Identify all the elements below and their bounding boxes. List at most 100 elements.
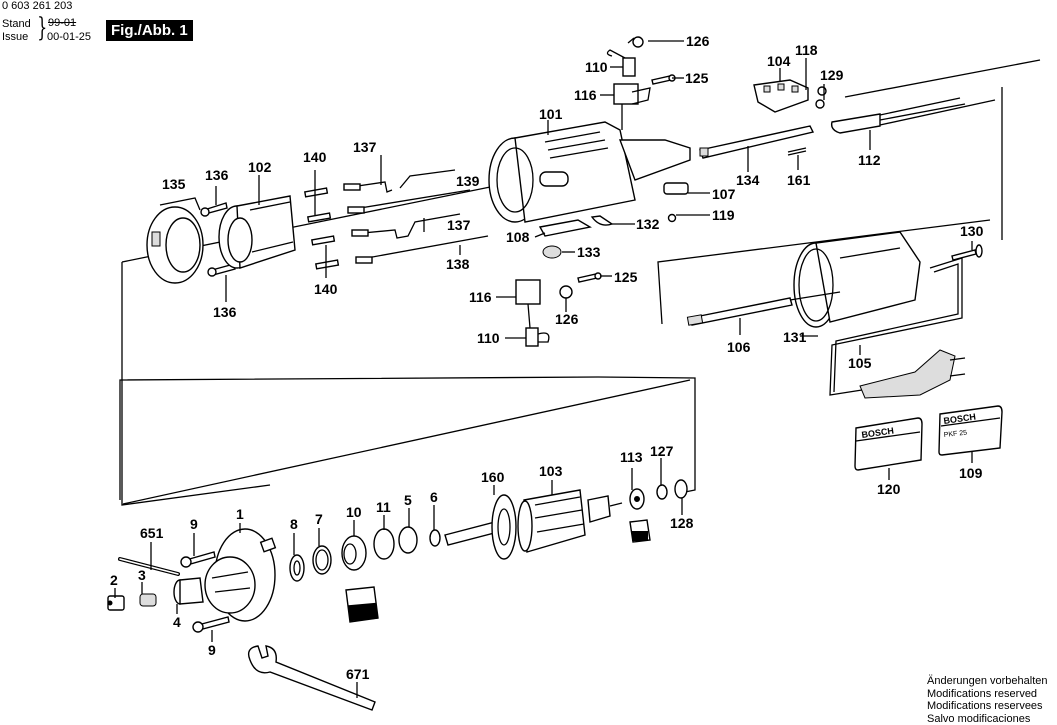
callout-131: 131 <box>783 329 807 345</box>
part-137-brush-top <box>343 169 456 193</box>
bearing-pack-box-left <box>345 586 379 623</box>
part-126-spring-bottom <box>559 285 573 299</box>
brace-glyph: } <box>37 13 48 43</box>
callout-102: 102 <box>248 159 272 175</box>
part-105-power-cord <box>829 257 966 399</box>
part-137-brush-bottom <box>351 213 461 239</box>
part-125-screw-bottom <box>577 272 602 283</box>
callout-130: 130 <box>960 223 984 239</box>
callout-11: 11 <box>376 499 391 515</box>
callout-110-bottom: 110 <box>477 330 500 346</box>
part-118-screw <box>817 86 827 96</box>
callout-140-top: 140 <box>303 149 327 165</box>
callout-10: 10 <box>346 504 362 520</box>
callout-8: 8 <box>290 516 298 532</box>
part-138-brush-lead <box>355 235 489 264</box>
callout-127: 127 <box>650 443 674 459</box>
callout-108: 108 <box>506 229 530 245</box>
callout-651: 651 <box>140 525 164 541</box>
note-de: Änderungen vorbehalten <box>927 675 1048 687</box>
part-161-spring <box>787 147 807 156</box>
part-119-screw <box>667 213 677 223</box>
part-102-stator <box>218 195 296 269</box>
callout-125: 125 <box>685 70 709 86</box>
callout-9-bottom: 9 <box>208 642 216 658</box>
callout-125-bottom: 125 <box>614 269 638 285</box>
part-136-screw-top <box>200 202 228 217</box>
callout-113: 113 <box>620 449 643 465</box>
callout-7: 7 <box>315 511 323 527</box>
callout-671: 671 <box>346 666 370 682</box>
callout-126: 126 <box>686 33 710 49</box>
callout-labels: 126 110 125 116 104 118 129 101 112 134 … <box>110 33 984 682</box>
callout-110: 110 <box>585 59 608 75</box>
part-135-end-shield <box>146 197 204 284</box>
note-en: Modifications reserved <box>927 687 1038 700</box>
part-108-plate <box>538 219 592 237</box>
part-2-nut <box>107 595 125 611</box>
part-101-housing <box>488 121 691 223</box>
part-104-terminal-block <box>753 79 809 113</box>
figure-label: Fig./Abb. 1 <box>106 20 193 41</box>
part-110-capacitor-top <box>606 49 636 77</box>
callout-133: 133 <box>577 244 601 260</box>
stand-label: Stand <box>2 18 31 30</box>
part-120-badge: BOSCH <box>854 417 923 471</box>
part-103-armature <box>444 489 623 560</box>
part-9-screw-top <box>180 551 216 568</box>
callout-120: 120 <box>877 481 901 497</box>
part-132-clip <box>590 215 614 226</box>
badge-model: PKF 25 <box>943 430 967 439</box>
lower-group-diag <box>122 379 691 505</box>
callout-136-bottom: 136 <box>213 304 237 320</box>
callout-4: 4 <box>173 614 181 630</box>
note-es: Salvo modificaciones <box>927 712 1031 725</box>
callout-140-bottom: 140 <box>314 281 338 297</box>
callout-101: 101 <box>539 106 563 122</box>
part-140-pin-4 <box>315 259 340 270</box>
part-1-base-flange <box>204 528 277 622</box>
issue-label: Issue <box>2 31 29 43</box>
part-131-fan-housing <box>793 231 921 328</box>
part-4-sleeve <box>173 577 204 605</box>
part-10-ball-bearing <box>341 535 367 571</box>
part-128-ring <box>674 479 688 499</box>
callout-106: 106 <box>727 339 751 355</box>
part-7-ring <box>312 545 332 575</box>
cord-group-outline <box>657 219 991 325</box>
part-107-slider <box>663 182 689 195</box>
callout-118: 118 <box>795 42 818 58</box>
bearing-pack-box-right <box>629 519 651 543</box>
part-112-switch-cover <box>830 97 996 134</box>
part-129-screw <box>815 99 825 109</box>
part-130-screw <box>951 244 983 261</box>
callout-134: 134 <box>736 172 760 188</box>
modification-notes: Änderungen vorbehalten Modifications res… <box>927 675 1047 725</box>
callout-3: 3 <box>138 567 146 583</box>
part-11-ring <box>373 528 395 560</box>
part-125-screw-top <box>651 74 676 85</box>
part-126-spring-top <box>627 36 644 48</box>
part-113-bearing <box>629 488 645 510</box>
callout-9-top: 9 <box>190 516 198 532</box>
callout-138: 138 <box>446 256 470 272</box>
badge-brand-right: BOSCH <box>943 412 977 426</box>
part-127-ring <box>656 484 668 500</box>
callout-126-bottom: 126 <box>555 311 579 327</box>
callout-137-top: 137 <box>353 139 377 155</box>
part-136-screw-bottom <box>207 263 236 277</box>
part-133-knob <box>542 245 562 259</box>
callout-137-bottom: 137 <box>447 217 471 233</box>
part-140-pin-1 <box>304 187 329 198</box>
switch-group-outline <box>844 59 1041 98</box>
callout-119: 119 <box>712 207 735 223</box>
stand-issue-labels: Stand Issue <box>2 18 31 44</box>
callout-112: 112 <box>858 152 881 168</box>
callout-160: 160 <box>481 469 505 485</box>
callout-129: 129 <box>820 67 844 83</box>
callout-161: 161 <box>787 172 811 188</box>
part-number: 0 603 261 203 <box>2 0 73 12</box>
part-3-collet <box>139 593 157 607</box>
callout-109: 109 <box>959 465 983 481</box>
part-109-badge: BOSCH PKF 25 <box>938 405 1003 456</box>
